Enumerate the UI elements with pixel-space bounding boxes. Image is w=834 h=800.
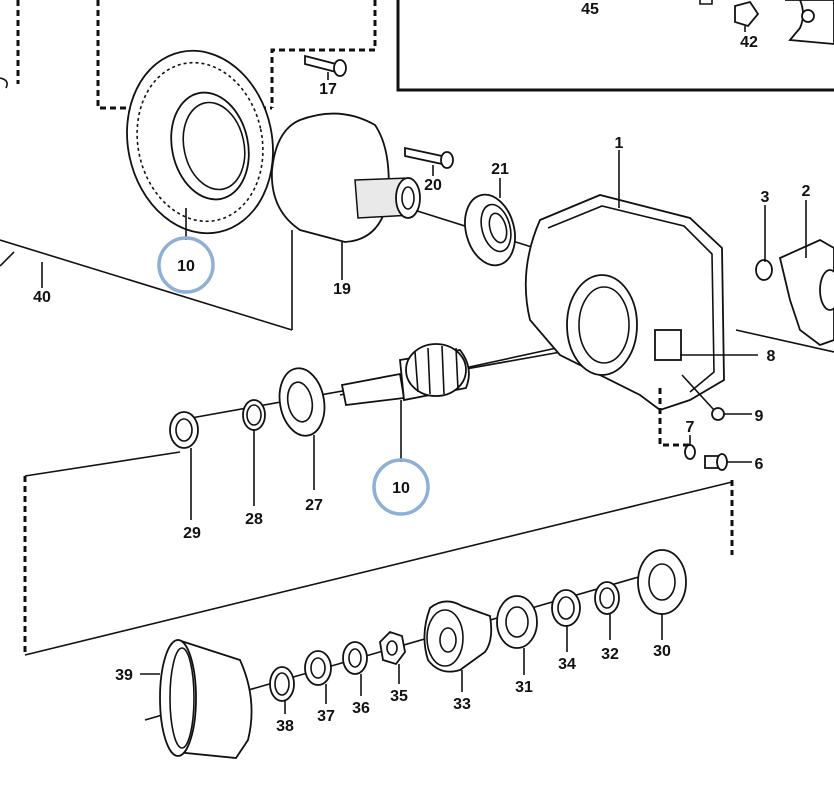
part-32-ring xyxy=(594,581,620,615)
callout-21: 21 xyxy=(491,161,509,178)
part-34-ring xyxy=(551,589,581,627)
part-19-differential-housing xyxy=(271,112,421,243)
leader-lines xyxy=(0,72,807,714)
part-10-pinion xyxy=(340,343,470,406)
part-housing-fragment-top-right xyxy=(785,0,834,45)
highlight-circle-10-upper xyxy=(157,236,215,294)
callout-38: 38 xyxy=(276,718,294,735)
callout-3: 3 xyxy=(761,189,770,206)
part-42-nut xyxy=(734,0,760,32)
highlight-circle-10-lower xyxy=(372,458,430,516)
callout-37: 37 xyxy=(317,708,335,725)
callout-10-lower: 10 xyxy=(392,480,410,497)
part-2-bearing-cap xyxy=(778,238,834,347)
part-10-crown-gear xyxy=(126,49,274,235)
callout-27: 27 xyxy=(305,497,323,514)
callout-8: 8 xyxy=(767,348,776,365)
inset-frame-top-right xyxy=(396,0,834,92)
callout-39: 39 xyxy=(115,667,133,684)
callout-28: 28 xyxy=(245,511,263,528)
callout-31: 31 xyxy=(515,679,533,696)
callout-7: 7 xyxy=(686,419,695,436)
part-31-bearing xyxy=(496,595,538,649)
part-6-plug xyxy=(704,453,728,471)
callout-10-upper: 10 xyxy=(177,258,195,275)
callout-20: 20 xyxy=(424,177,442,194)
callout-35: 35 xyxy=(390,688,408,705)
part-36-lock-washer xyxy=(342,641,368,675)
callout-36: 36 xyxy=(352,700,370,717)
callout-45: 45 xyxy=(581,1,599,18)
part-30-bearing xyxy=(637,549,687,615)
part-21-bearing xyxy=(464,193,516,267)
part-20-bolt xyxy=(404,146,454,169)
part-33-flange xyxy=(423,600,493,673)
callout-32: 32 xyxy=(601,646,619,663)
callout-29: 29 xyxy=(183,525,201,542)
part-1-axle-housing xyxy=(524,194,725,412)
callout-1: 1 xyxy=(615,135,624,152)
callout-33: 33 xyxy=(453,696,471,713)
callout-40: 40 xyxy=(33,289,51,306)
callout-42: 42 xyxy=(740,34,758,51)
part-37-lock-washer xyxy=(304,650,332,686)
part-27-bearing xyxy=(278,367,326,437)
callout-6: 6 xyxy=(755,456,764,473)
callout-19: 19 xyxy=(333,281,351,298)
part-39-sleeve xyxy=(159,638,253,759)
callout-30: 30 xyxy=(653,643,671,660)
callout-34: 34 xyxy=(558,656,576,673)
part-28-ring xyxy=(242,399,266,431)
callout-17: 17 xyxy=(319,81,337,98)
callout-2: 2 xyxy=(802,183,811,200)
part-17-bolt xyxy=(304,54,347,77)
callout-9: 9 xyxy=(755,408,764,425)
part-38-ring xyxy=(269,666,295,702)
assembly-axis-lines xyxy=(0,129,834,721)
part-35-nut xyxy=(379,630,406,666)
part-45-fragment xyxy=(699,0,713,5)
part-3-nut xyxy=(755,259,773,281)
part-7-washer xyxy=(684,444,696,460)
dashed-bracket-lower xyxy=(23,451,734,656)
part-29-seal xyxy=(169,411,199,449)
